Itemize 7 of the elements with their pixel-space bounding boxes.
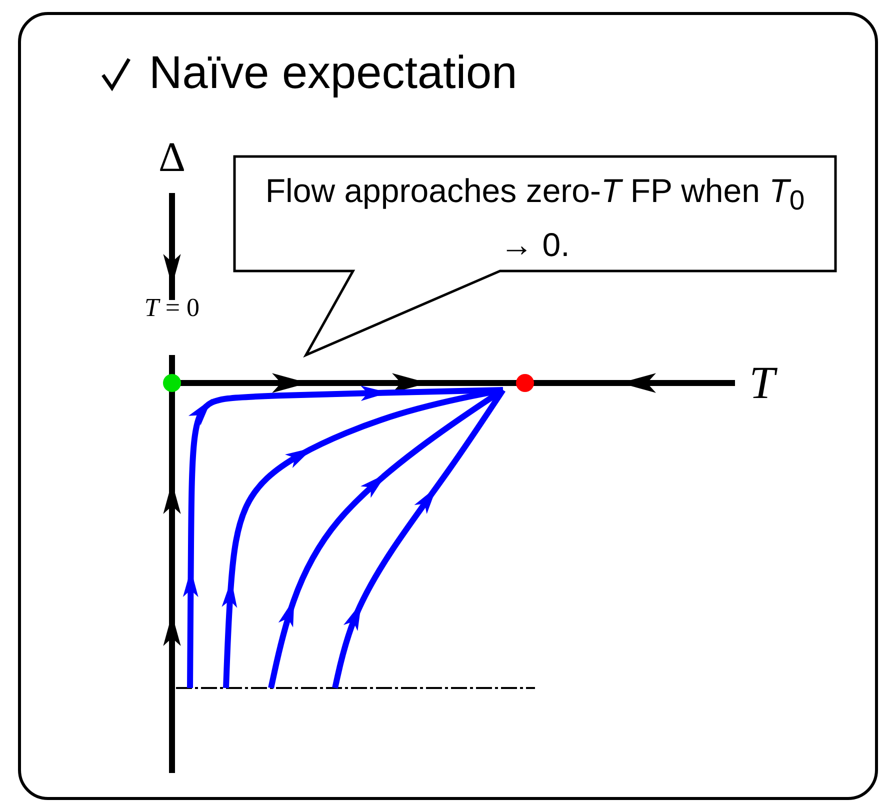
- callout-box: [233, 155, 837, 359]
- axis-label: Δ: [158, 137, 186, 179]
- rounded-panel: [18, 12, 878, 800]
- callout-text: Flow approaches zero-T FP when T$_{0}$ → 0.: [264, 171, 806, 265]
- axis-label: T = 0: [144, 295, 200, 321]
- axis-label: T: [749, 360, 775, 406]
- heading: Naïve expectation: [149, 45, 518, 99]
